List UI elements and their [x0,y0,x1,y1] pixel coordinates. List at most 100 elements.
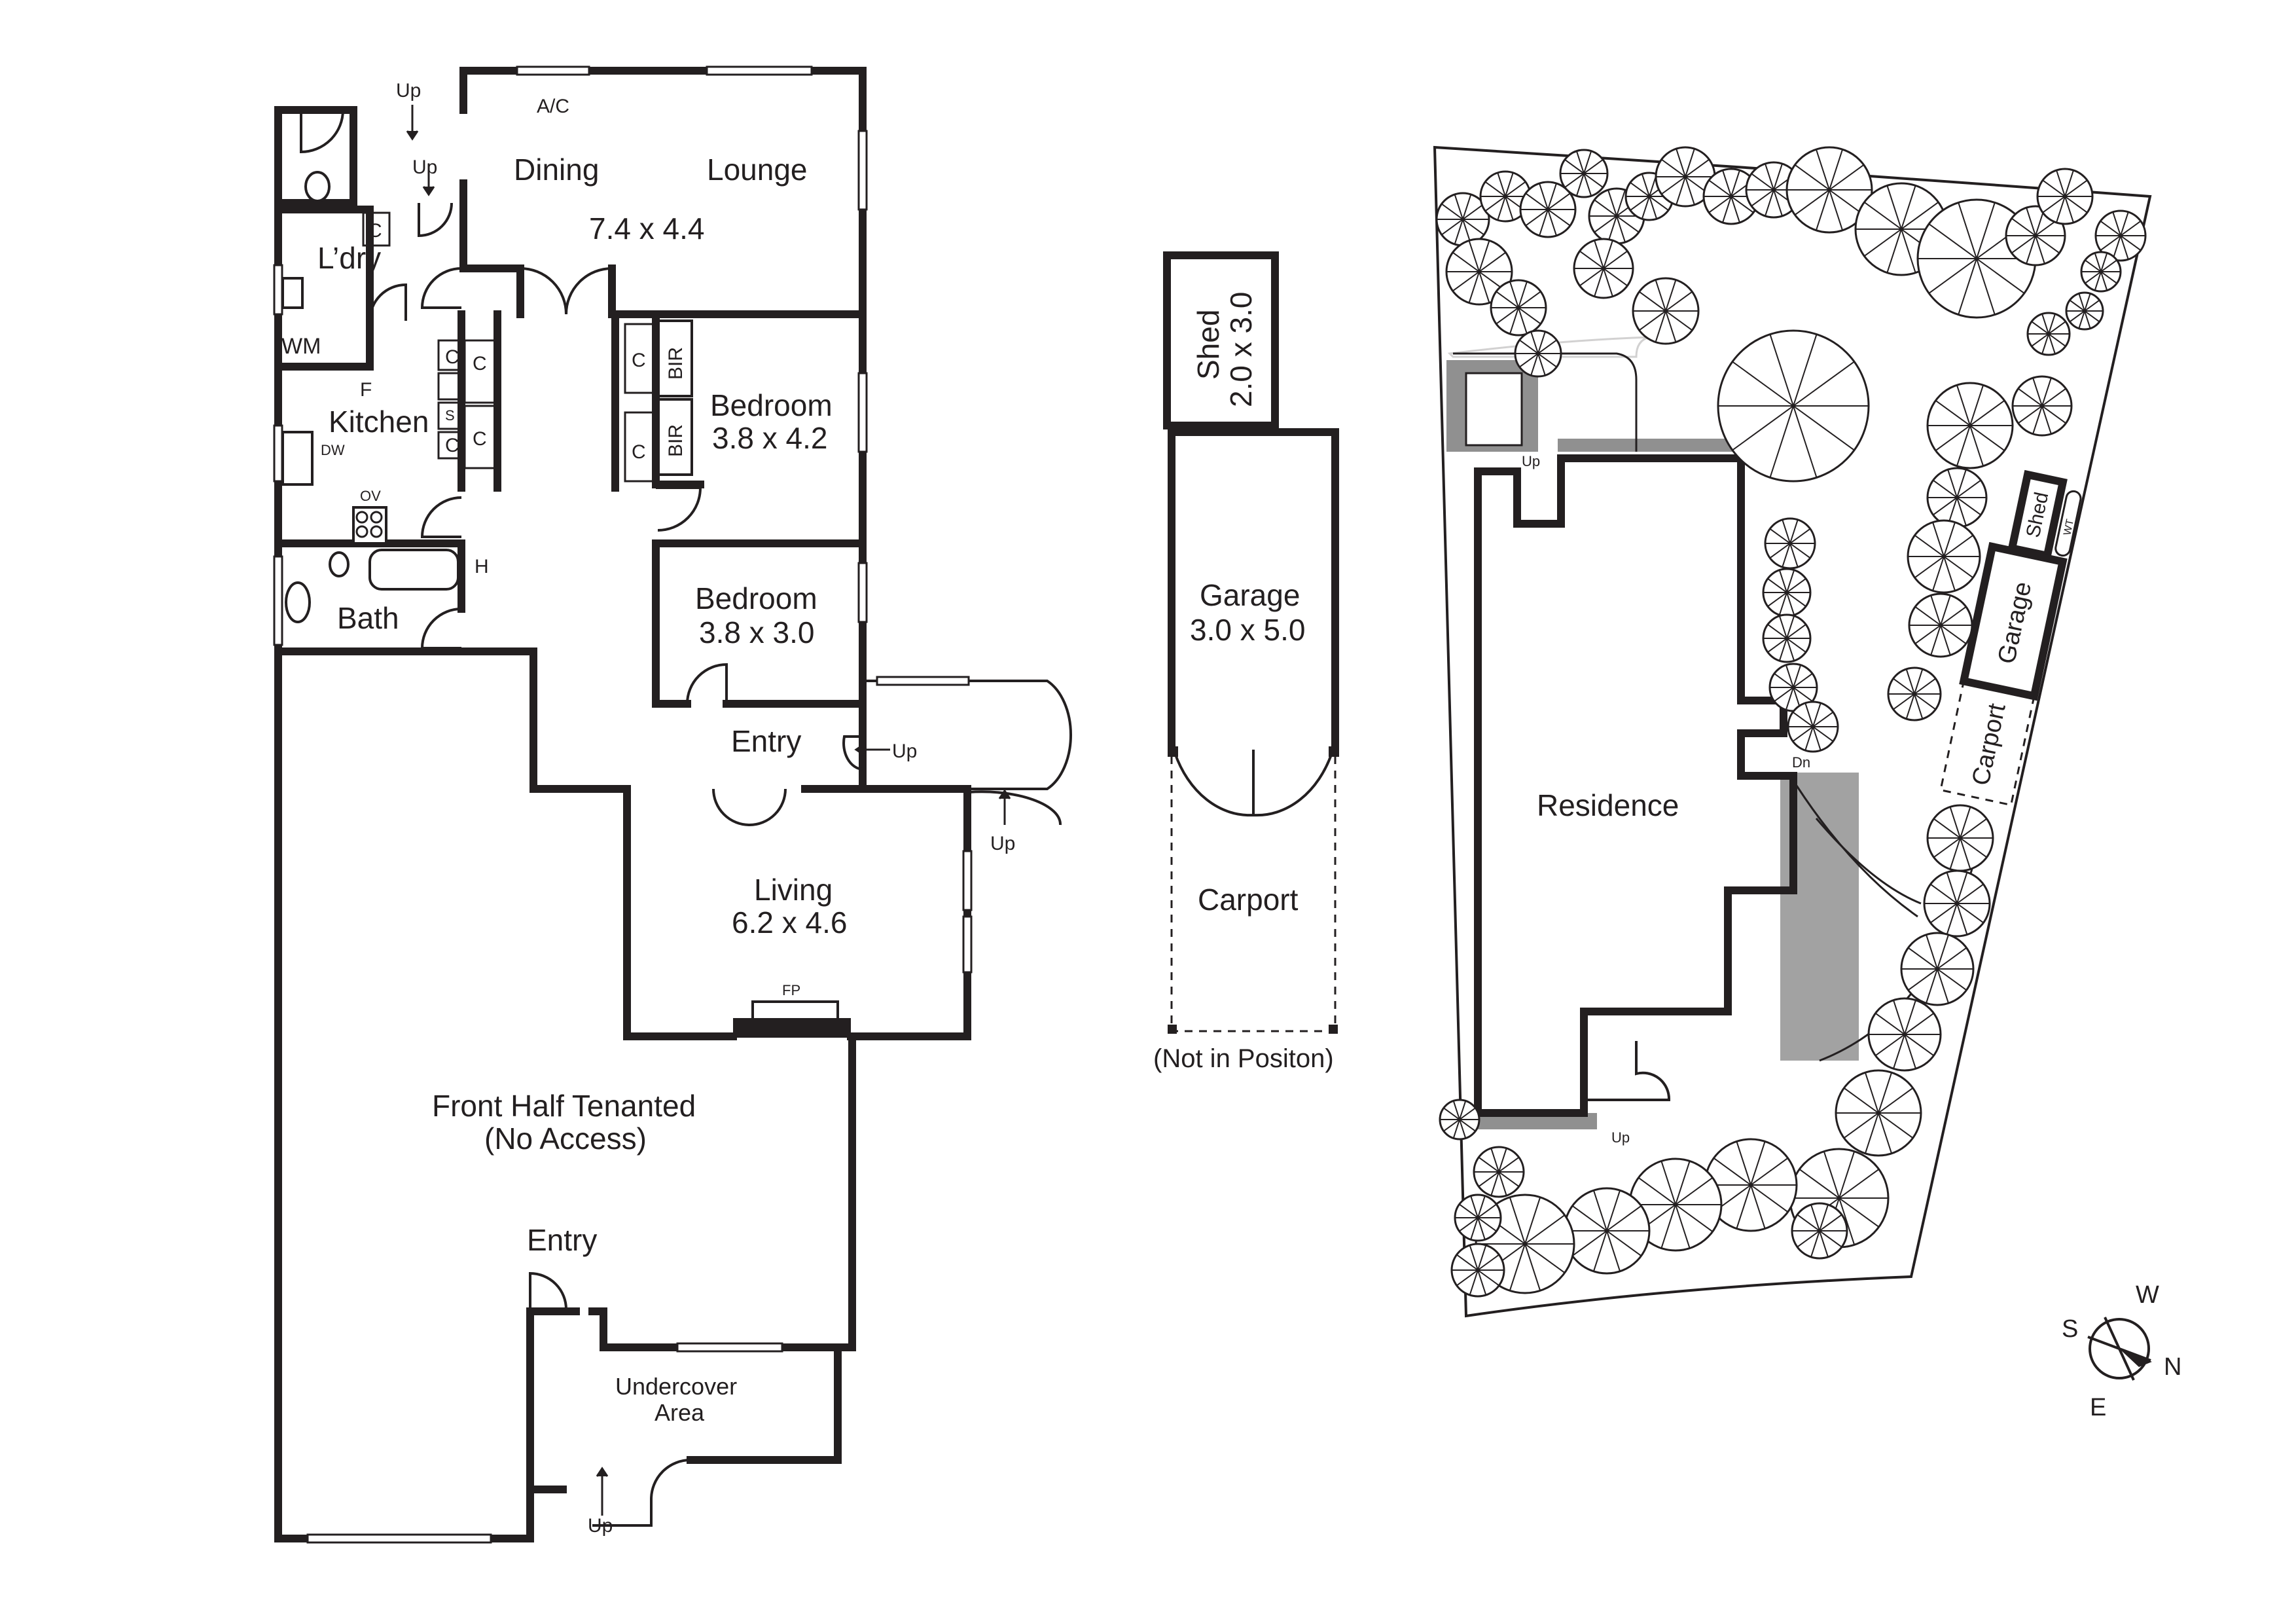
tree-branch [1630,196,1650,211]
tree-branch [1804,726,1814,751]
tree-branch [1815,189,1830,231]
tree-branch [2048,314,2056,335]
tree-branch [1773,163,1783,191]
tree-branch [1603,268,1613,297]
tree-branch [1769,405,1794,478]
site-up-label: Up [1522,453,1540,469]
tree-branch [1904,1012,1935,1035]
entry-label: Entry [731,724,801,758]
laundry-label: L’dry [317,241,381,275]
tree-branch [1893,678,1915,695]
tree-branch [1786,578,1806,593]
bath-toilet [329,551,350,577]
tree-branch [1751,189,1774,207]
tree-branch [1616,189,1626,217]
tree-branch [1864,1112,1879,1154]
tree-branch [1524,1197,1541,1245]
stair-arrows [406,105,1011,1516]
tree-branch [1575,151,1585,174]
tree-branch [1750,1184,1766,1229]
tree-branch [2041,388,2066,407]
tree-branch [1661,158,1686,177]
bed2-west-wall [652,539,691,708]
tree-branch [2011,235,2036,254]
up-label: Up [412,156,437,178]
tree-branch [1878,1112,1893,1154]
tree-branch [1498,1171,1520,1188]
tree-branch [1793,361,1855,407]
no-access-label: (No Access) [484,1122,647,1156]
fireplace [733,1018,851,1038]
laundry-tub [281,277,304,309]
tree-branch [2011,217,2036,236]
tree-branch [1914,556,1945,579]
tree-branch [1722,170,1732,197]
tree-branch [1943,556,1956,591]
tree-branch [1537,339,1557,354]
not-in-position-note: (Not in Positon) [1153,1044,1334,1073]
tree-branch [1579,268,1604,287]
tree-branch [1468,271,1480,303]
tree-branch [1509,307,1519,335]
undercover-label: Undercover [615,1373,737,1400]
tree-branch [2048,333,2066,347]
tree-branch [1819,1204,1829,1231]
tree-branch [1641,173,1650,197]
window [962,850,973,911]
tree-branch [1815,149,1830,191]
tree-branch [1933,479,1958,498]
tree-branch [1786,624,1806,639]
tree-branch [2018,388,2043,407]
tree-branch [1607,189,1617,217]
tree-branch [1524,1214,1566,1245]
tree-branch [1537,353,1546,376]
c1: C [445,346,459,368]
tree-branch [2120,220,2142,236]
tree-branch [1812,726,1821,751]
garage-door [1174,750,1333,817]
tree-branch [1947,469,1958,498]
tree-branch [1789,543,1799,568]
residence-porch [1584,1041,1671,1101]
tree-branch [1477,1254,1499,1271]
tree-branch [1665,280,1677,312]
tree-branch [1530,353,1539,376]
tree-branch [2100,259,2117,272]
tree-branch [1956,469,1967,498]
window [273,264,283,316]
tree-branch [2035,235,2045,264]
tree-branch [2041,405,2066,424]
tree-branch [2100,253,2108,272]
tree-branch [1547,209,1557,236]
dw-label: DW [321,442,345,458]
tree-branch [1638,1177,1676,1205]
tree-branch [1930,595,1941,626]
tree-branch [2100,220,2121,236]
tree-branch [1519,353,1539,368]
ov-label: OV [360,488,381,504]
tree-branch [1537,353,1557,368]
door [686,663,728,704]
tree-branch [1937,968,1967,991]
site-up-label: Up [1611,1129,1630,1146]
tree-branch [1479,240,1490,272]
tree-branch [1469,1245,1479,1271]
tree-branch [2041,405,2052,435]
tree-branch [1949,807,1961,839]
tree-branch [1793,405,1855,451]
tree-branch [1583,151,1592,174]
tree-branch [1509,281,1519,308]
tree-branch [1497,172,1506,197]
tree-branch [1926,968,1938,1004]
window [876,676,970,686]
undercover-step [592,1459,691,1527]
up-label: Up [892,740,917,762]
tree-branch [1956,903,1984,924]
basin [285,581,311,623]
tree-branch [1477,1217,1497,1232]
tree-branch [1901,228,1916,273]
tree-branch [1490,1171,1499,1196]
living-label: Living [754,873,833,907]
tree-branch [1940,625,1951,655]
tree-branch [1946,903,1958,935]
